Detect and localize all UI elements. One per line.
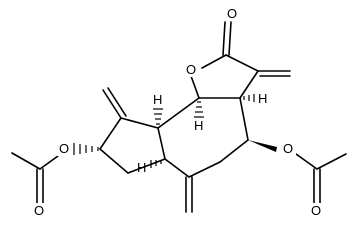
bond-c2-c3 xyxy=(225,54,259,72)
bond-c2-ocarbonyl-a xyxy=(222,21,226,56)
stereo-h-c6a: H xyxy=(137,160,146,175)
bond-c6-c6a xyxy=(164,158,190,178)
hashed-bond-c6a-h xyxy=(150,160,162,168)
bond-acyl-left-methyl xyxy=(11,152,41,170)
hashed-bond-c8-o xyxy=(73,143,99,155)
bond-c6a-c9b xyxy=(157,127,166,160)
bond-c5-c6 xyxy=(188,161,221,178)
atom-carbonyl-o: O xyxy=(227,6,237,21)
bond-oring-c2 xyxy=(201,54,227,69)
bond-oleft-acyl xyxy=(39,155,59,170)
atom-acetyl-right-o: O xyxy=(311,203,321,218)
bond-c4-c5 xyxy=(219,139,249,163)
stereo-h-c9a: H xyxy=(194,118,203,133)
atom-ring-o: O xyxy=(186,62,196,77)
stereo-h-c9b: H xyxy=(153,92,162,107)
bond-c7-c6a xyxy=(127,158,166,174)
bond-c9b-c9a xyxy=(157,97,200,129)
wedge-bond-c4-o xyxy=(248,140,277,152)
bond-acyl-right-methyl xyxy=(316,153,347,170)
bond-c9a-oring xyxy=(190,75,200,99)
atom-acetoxy-right-o: O xyxy=(283,141,293,156)
bond-c9b-c9 xyxy=(120,117,159,129)
hashed-bond-c9a-h xyxy=(194,101,204,118)
bond-c9-c8 xyxy=(99,117,122,150)
bond-c9-ch2-a xyxy=(102,89,122,119)
bond-c3-c3a xyxy=(239,70,259,99)
atom-acetoxy-left-o: O xyxy=(59,141,69,156)
atom-acetyl-left-o: O xyxy=(34,203,44,218)
bond-oright-acyl xyxy=(295,153,318,170)
bond-c9-ch2-b xyxy=(107,87,127,117)
stereo-h-c3a: H xyxy=(258,91,267,106)
hashed-bond-c3a-h xyxy=(243,94,255,102)
bond-c8-c7 xyxy=(99,148,129,174)
hashed-bond-c9b-h xyxy=(153,108,163,125)
bond-c3a-c4 xyxy=(239,97,249,141)
bond-c2-ocarbonyl-b xyxy=(228,21,232,56)
